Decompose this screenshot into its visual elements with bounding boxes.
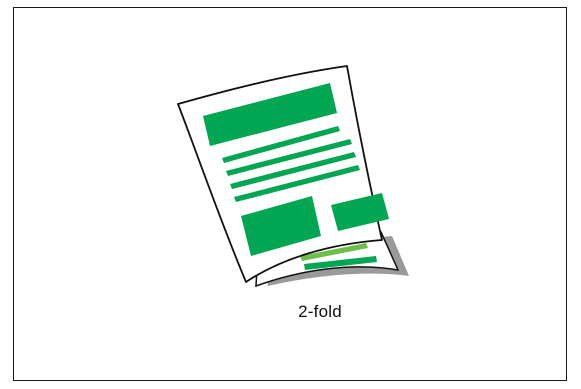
caption-label: 2-fold	[0, 302, 581, 322]
